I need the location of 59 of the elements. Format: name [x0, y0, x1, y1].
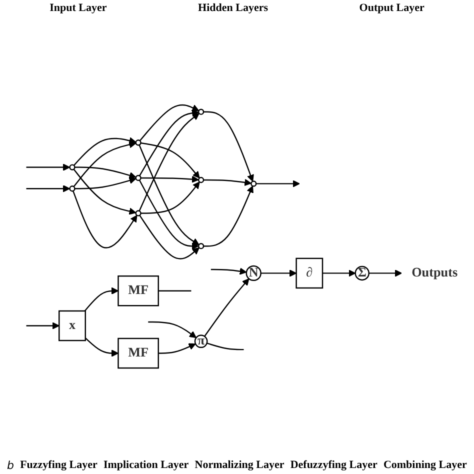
- arrow: [74, 166, 136, 179]
- arrow: [140, 142, 200, 178]
- arrow: [368, 270, 402, 277]
- arrow: [204, 178, 252, 186]
- arrow: [204, 111, 254, 182]
- panel-label: b: [7, 459, 14, 472]
- node-circle: N: [246, 265, 262, 282]
- node-box: ∂: [296, 258, 324, 289]
- layer-label: Defuzzyfing Layer: [290, 459, 378, 472]
- connector: [158, 290, 192, 292]
- arrow: [26, 164, 70, 171]
- arrow: [256, 180, 300, 188]
- arrow: [138, 144, 200, 246]
- arrow: [210, 268, 247, 275]
- connector: [206, 342, 244, 350]
- arrow: [140, 182, 200, 214]
- arrow: [26, 322, 60, 330]
- arrow: [148, 321, 196, 338]
- arrow: [73, 168, 136, 215]
- node-circle: Σ: [354, 266, 370, 281]
- arrow: [138, 113, 200, 212]
- arrow: [260, 270, 297, 277]
- arrow: [84, 287, 119, 312]
- layer-label: Normalizing Layer: [194, 459, 284, 472]
- arrow: [72, 190, 138, 248]
- node-circle: [198, 108, 204, 115]
- layer-label: Input Layer: [50, 2, 107, 14]
- arrow: [73, 137, 136, 166]
- arrow: [74, 177, 136, 190]
- arrow: [204, 278, 250, 337]
- arrow: [139, 104, 200, 142]
- layer-label: Implication Layer: [103, 459, 189, 472]
- arrow: [138, 180, 199, 250]
- node-circle: [135, 210, 142, 216]
- node-circle: [69, 186, 76, 192]
- arrow: [158, 343, 196, 354]
- node-text: Outputs: [412, 266, 458, 280]
- arrow: [26, 185, 70, 192]
- node-circle: [250, 180, 257, 187]
- layer-label: Output Layer: [359, 2, 424, 14]
- node-box: MF: [118, 338, 159, 369]
- node-box: MF: [118, 275, 159, 306]
- layer-label: Combining Layer: [383, 459, 467, 472]
- node-circle: π: [194, 334, 208, 348]
- node-circle: [69, 164, 76, 170]
- arrow: [204, 186, 254, 247]
- node-circle: [198, 243, 204, 250]
- arrow: [139, 214, 200, 260]
- layer-label: Fuzzyfing Layer: [20, 459, 98, 472]
- arrow: [84, 338, 119, 357]
- arrow: [322, 270, 356, 277]
- node-box: x: [58, 310, 86, 342]
- arrow: [73, 141, 136, 188]
- layer-label: Hidden Layers: [198, 2, 268, 14]
- node-circle: [198, 176, 204, 184]
- arrow: [140, 176, 199, 183]
- arrow: [139, 110, 199, 176]
- node-circle: [135, 174, 142, 182]
- node-circle: [135, 140, 142, 146]
